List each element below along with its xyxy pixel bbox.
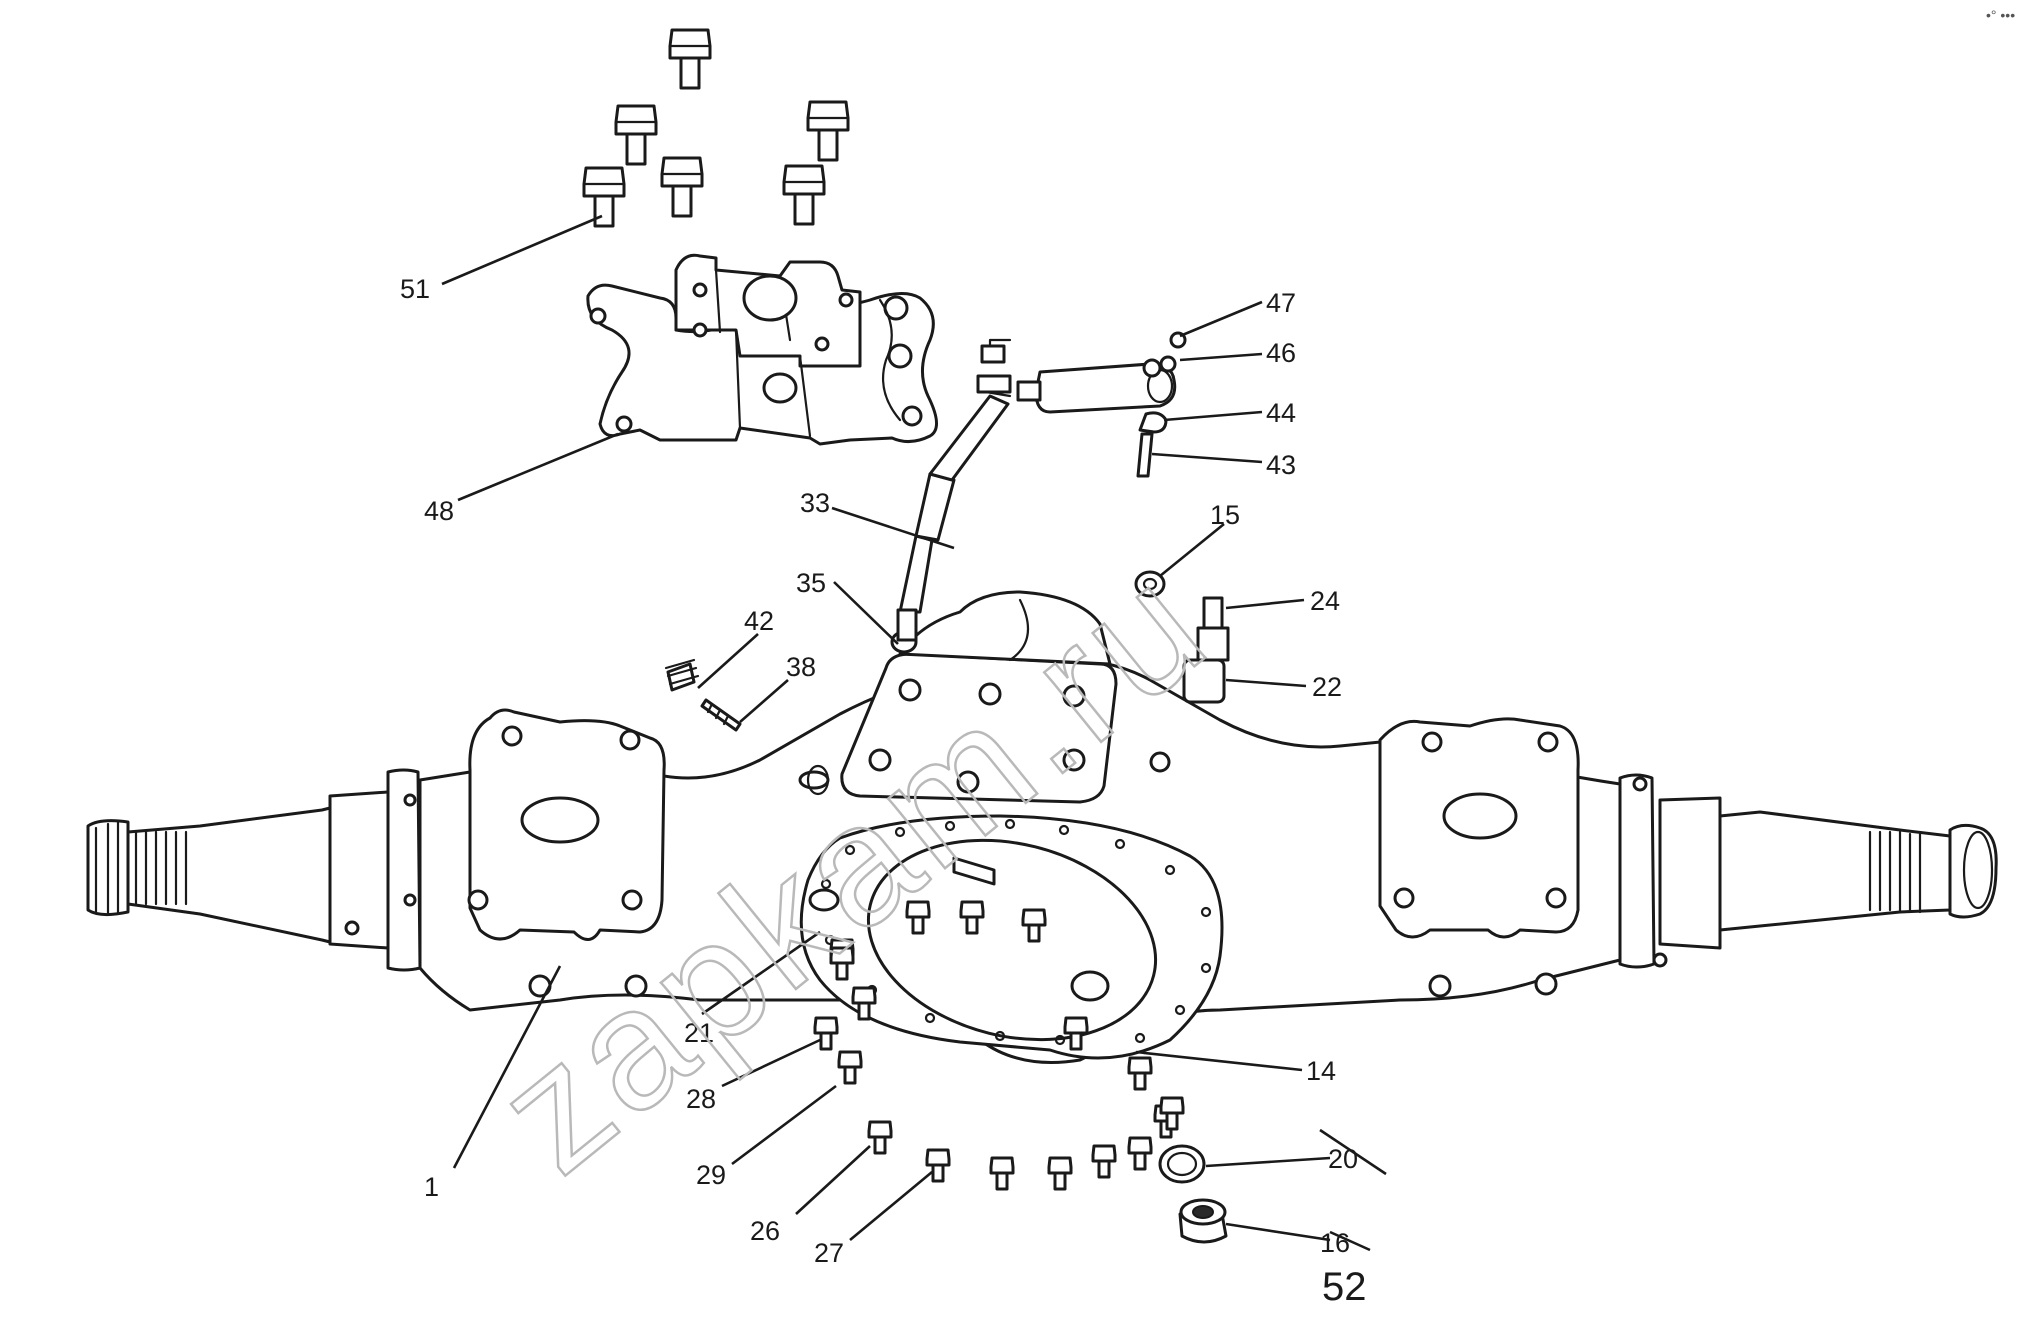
callout-labels: 51 48 47 46 44 43 33 15 35 24 42 38 22 2…	[400, 274, 1358, 1268]
callout-26: 26	[750, 1216, 780, 1246]
callout-14: 14	[1306, 1056, 1336, 1086]
callout-1: 1	[424, 1172, 439, 1202]
callout-22: 22	[1312, 672, 1342, 702]
plug-16	[1178, 1198, 1228, 1244]
callout-44: 44	[1266, 398, 1296, 428]
cover-bolt-holes	[820, 818, 1212, 1046]
linkage-46-47	[976, 331, 1187, 478]
callout-48: 48	[424, 496, 454, 526]
callout-35: 35	[796, 568, 826, 598]
bolts-51	[582, 28, 850, 228]
callout-15: 15	[1210, 500, 1240, 530]
callout-42: 42	[744, 606, 774, 636]
rod-33	[890, 394, 1010, 654]
pin-38	[700, 698, 742, 732]
callout-20: 20	[1328, 1144, 1358, 1174]
leader-lines	[441, 214, 1387, 1252]
callout-47: 47	[1266, 288, 1296, 318]
callout-38: 38	[786, 652, 816, 682]
sensor-22-24	[1182, 596, 1230, 704]
callout-16: 16	[1320, 1228, 1350, 1258]
washer-15	[1134, 570, 1166, 598]
axle-housing-1	[86, 590, 1998, 1064]
callout-33: 33	[800, 488, 830, 518]
callout-27: 27	[814, 1238, 844, 1268]
o-ring-20	[1158, 1144, 1206, 1184]
callout-24: 24	[1310, 586, 1340, 616]
drain-parts-bottom	[806, 764, 1185, 1191]
figure-number: 52	[1322, 1265, 1367, 1309]
callout-28: 28	[686, 1084, 716, 1114]
callout-21: 21	[684, 1018, 714, 1048]
mounting-bracket-48	[586, 253, 938, 446]
callout-29: 29	[696, 1160, 726, 1190]
corner-mark: •° •••	[1986, 7, 2015, 23]
callout-51: 51	[400, 274, 430, 304]
breather-42	[664, 658, 700, 692]
callout-43: 43	[1266, 450, 1296, 480]
callout-46: 46	[1266, 338, 1296, 368]
